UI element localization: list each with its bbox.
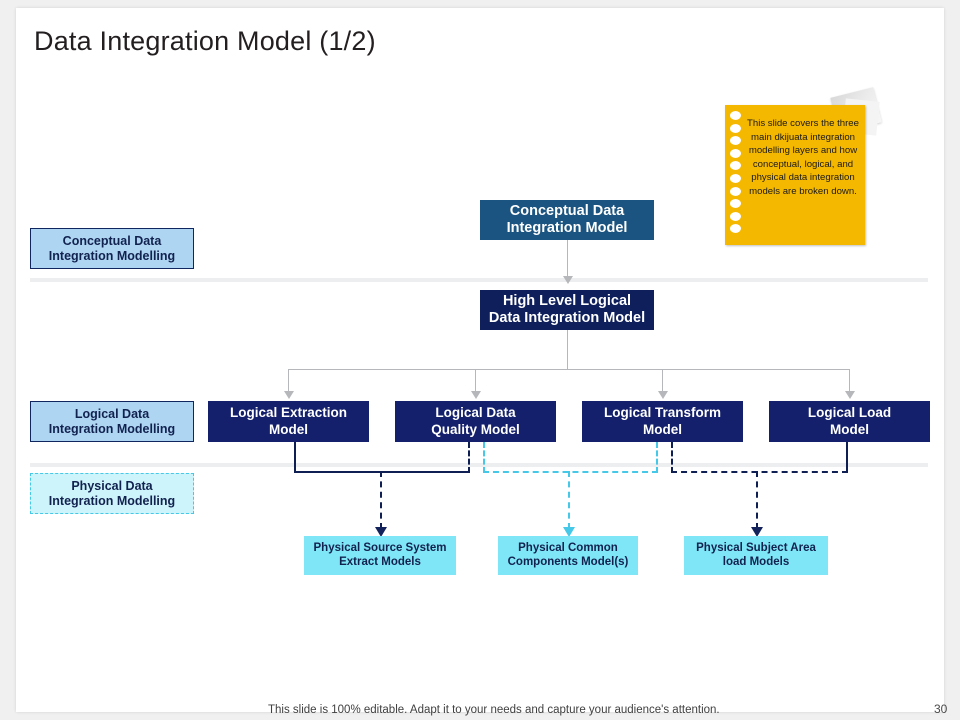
node-physical-0-line1: Physical Source System <box>313 541 447 554</box>
page-number: 30 <box>934 702 948 716</box>
arrowhead-data-quality-icon <box>471 391 481 399</box>
slide-canvas: Data Integration Model (1/2) This slide … <box>16 8 947 716</box>
arrowhead-conceptual-to-highlevel-icon <box>563 276 573 284</box>
note-hole-icon <box>730 136 741 146</box>
node-physical-2-line2: load Models <box>722 555 790 568</box>
node-physical-0-line2: Extract Models <box>339 555 421 568</box>
bracket3-right-leg <box>846 442 848 473</box>
arrowhead-transform-icon <box>658 391 668 399</box>
bracket1-drop <box>380 471 382 529</box>
node-conceptual-line1: Conceptual Data <box>509 202 625 219</box>
arrowhead-load-icon <box>845 391 855 399</box>
layer-label-conceptual-line1: Conceptual Data <box>62 233 162 248</box>
node-high-level-line2: Data Integration Model <box>488 310 646 326</box>
note-hole-icon <box>730 123 741 133</box>
layer-label-logical-line2: Integration Modelling <box>48 421 176 436</box>
node-logical-1-line1: Logical Data <box>435 405 516 421</box>
note-holes <box>730 111 744 239</box>
note-hole-icon <box>730 211 741 221</box>
layer-label-logical: Logical Data Integration Modelling <box>30 401 194 442</box>
layer-label-logical-line1: Logical Data <box>74 406 150 421</box>
node-logical-3-line1: Logical Load <box>807 405 892 421</box>
node-logical-extraction-model[interactable]: Logical Extraction Model <box>208 401 369 442</box>
connector-conceptual-to-highlevel <box>567 240 568 278</box>
connector-branch-load <box>849 369 850 393</box>
arrowhead-extraction-icon <box>284 391 294 399</box>
node-physical-common-components-model[interactable]: Physical Common Components Model(s) <box>498 536 638 575</box>
sticky-note: This slide covers the three main dkijuat… <box>725 105 865 245</box>
note-hole-icon <box>730 148 741 158</box>
connector-branch-transform <box>662 369 663 393</box>
arrowhead-physical-subject-area-icon <box>751 527 763 537</box>
node-logical-0-line2: Model <box>269 421 308 437</box>
node-physical-1-line2: Components Model(s) <box>507 555 629 568</box>
connector-highlevel-stem <box>567 330 568 369</box>
node-logical-0-line1: Logical Extraction <box>229 405 348 421</box>
node-high-level-logical-data-integration-model[interactable]: High Level Logical Data Integration Mode… <box>480 290 654 330</box>
note-hole-icon <box>730 173 741 183</box>
layer-label-conceptual: Conceptual Data Integration Modelling <box>30 228 194 269</box>
node-logical-load-model[interactable]: Logical Load Model <box>769 401 930 442</box>
note-hole-icon <box>730 161 741 171</box>
node-logical-transform-model[interactable]: Logical Transform Model <box>582 401 743 442</box>
layer-label-physical-line1: Physical Data <box>71 478 153 493</box>
arrowhead-physical-source-system-icon <box>375 527 387 537</box>
node-logical-2-line2: Model <box>643 421 682 437</box>
layer-label-physical-line2: Integration Modelling <box>48 493 176 508</box>
node-conceptual-data-integration-model[interactable]: Conceptual Data Integration Model <box>480 200 654 240</box>
note-hole-icon <box>730 186 741 196</box>
bracket1-right-leg <box>468 442 470 473</box>
layer-label-physical: Physical Data Integration Modelling <box>30 473 194 514</box>
page-title: Data Integration Model (1/2) <box>34 26 376 56</box>
node-physical-source-system-extract-models[interactable]: Physical Source System Extract Models <box>304 536 456 575</box>
arrowhead-physical-common-icon <box>563 527 575 537</box>
layer-label-conceptual-line2: Integration Modelling <box>48 248 176 263</box>
footer-note: This slide is 100% editable. Adapt it to… <box>268 704 720 716</box>
bracket2-right-leg <box>656 442 658 473</box>
connector-branch-extraction <box>288 369 289 393</box>
connector-branch-data-quality <box>475 369 476 393</box>
bracket1-left-leg <box>294 442 296 473</box>
node-physical-subject-area-load-models[interactable]: Physical Subject Area load Models <box>684 536 828 575</box>
bracket3-drop <box>756 471 758 529</box>
divider-logical-physical <box>30 463 928 467</box>
bracket3-crossbar <box>671 471 848 473</box>
bracket2-left-leg <box>483 442 485 473</box>
node-logical-2-line1: Logical Transform <box>603 405 722 421</box>
bracket1-crossbar <box>294 471 470 473</box>
node-physical-2-line1: Physical Subject Area <box>696 541 816 554</box>
node-conceptual-line2: Integration Model <box>506 220 628 236</box>
node-logical-1-line2: Quality Model <box>431 421 520 437</box>
node-high-level-line1: High Level Logical <box>502 292 632 309</box>
connector-highlevel-busbar <box>288 369 850 370</box>
divider-conceptual-logical <box>30 278 928 282</box>
node-physical-1-line1: Physical Common <box>518 541 618 554</box>
sticky-note-text: This slide covers the three main dkijuat… <box>747 118 859 198</box>
bracket2-crossbar <box>483 471 658 473</box>
note-hole-icon <box>730 224 741 234</box>
note-hole-icon <box>730 199 741 209</box>
bracket3-left-leg <box>671 442 673 473</box>
node-logical-data-quality-model[interactable]: Logical Data Quality Model <box>395 401 556 442</box>
node-logical-3-line2: Model <box>829 421 869 437</box>
note-hole-icon <box>730 111 741 120</box>
bracket2-drop <box>568 471 570 529</box>
